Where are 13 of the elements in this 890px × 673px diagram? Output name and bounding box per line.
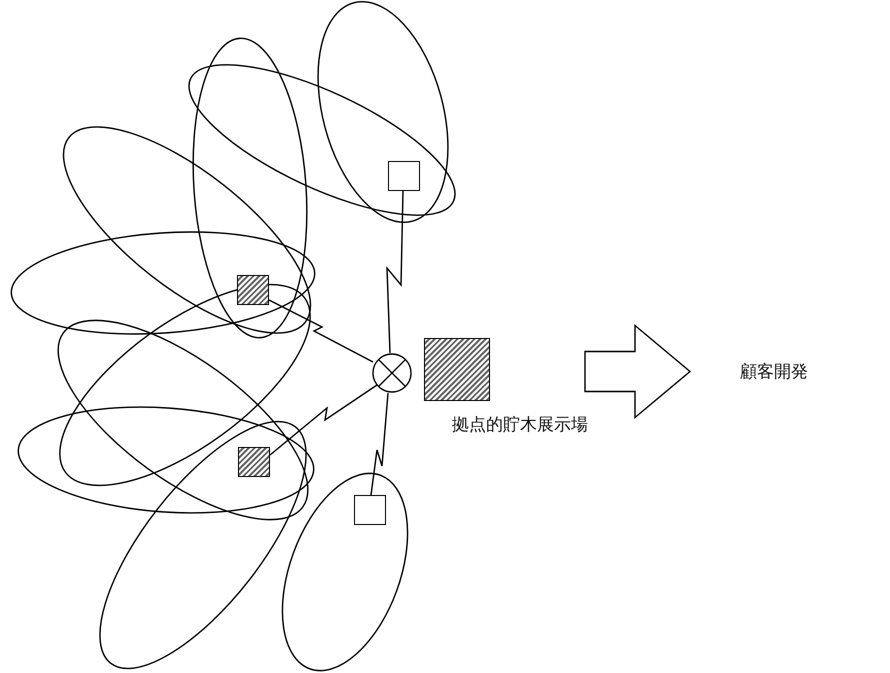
square-marker (388, 161, 420, 191)
zigzag-line (268, 299, 374, 363)
hatched-square (238, 447, 270, 477)
zigzag-line (386, 190, 404, 354)
text-label: 拠点的貯木展示場 (452, 414, 588, 436)
text-label: 顧客開発 (740, 360, 808, 383)
crossed-circle-symbol (372, 353, 412, 393)
block-arrow (584, 324, 692, 419)
zigzag-line (270, 384, 378, 456)
zigzag-line (370, 392, 389, 496)
square-marker (354, 495, 386, 525)
hatched-square (424, 338, 490, 401)
hatched-square (237, 275, 269, 305)
